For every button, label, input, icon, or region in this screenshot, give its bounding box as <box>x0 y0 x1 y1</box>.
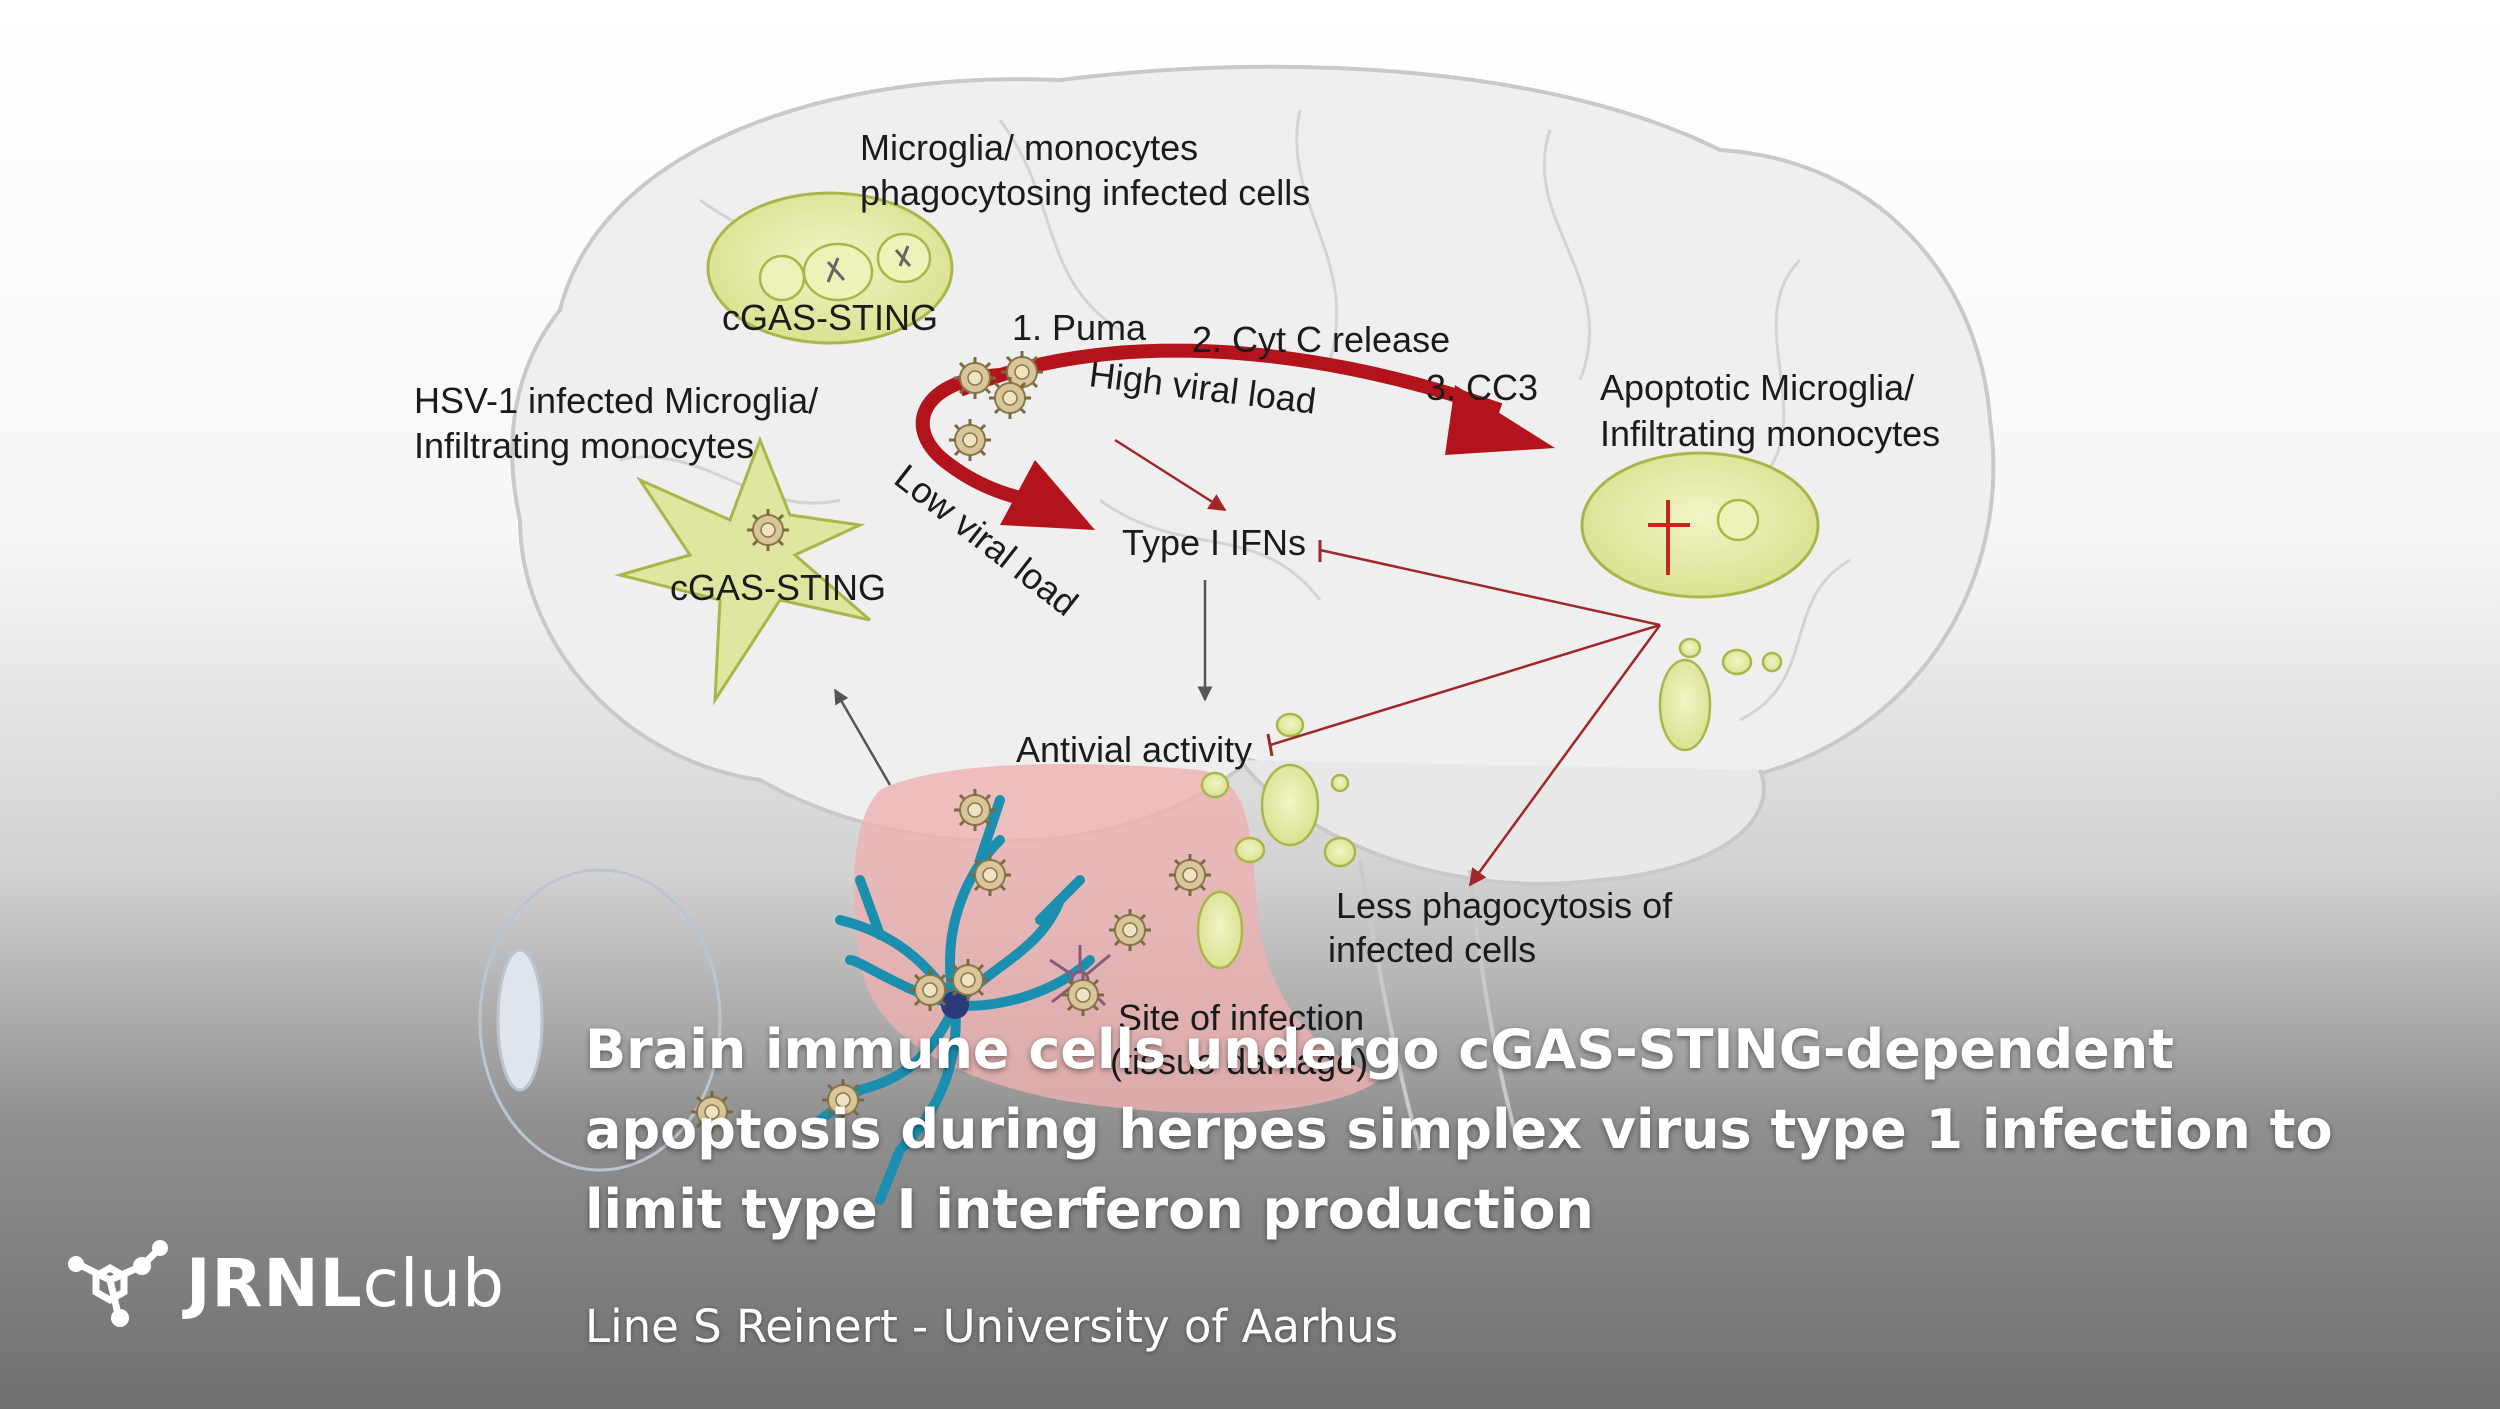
eye-outline <box>478 868 722 1172</box>
label-less-phago-1: Less phagocytosis of <box>1336 885 1673 926</box>
brand-logo[interactable]: JRNLclub <box>62 1228 505 1338</box>
label-cgas-sting-top: cGAS-STING <box>722 297 938 338</box>
label-site-1: Site of infection <box>1118 997 1364 1038</box>
label-microglia-phago-2: phagocytosing infected cells <box>860 172 1310 213</box>
brand-name-bold: JRNL <box>186 1244 363 1322</box>
label-cgas-sting-left: cGAS-STING <box>670 567 886 608</box>
phagocytosing-cell <box>706 191 954 345</box>
label-antiviral: Antivial activity <box>1016 729 1252 770</box>
label-less-phago-2: infected cells <box>1328 929 1536 970</box>
label-type1-ifns: Type I IFNs <box>1122 522 1306 563</box>
label-microglia-phago-1: Microglia/ monocytes <box>860 127 1198 168</box>
infected-microglia-cell <box>614 435 871 706</box>
slide-title: Brain immune cells undergo cGAS-STING-de… <box>585 1018 2333 1241</box>
label-apoptotic-1: Apoptotic Microglia/ <box>1600 367 1914 408</box>
apoptotic-bodies <box>1196 637 1783 970</box>
brand-name-light: club <box>362 1244 506 1322</box>
low-viral-load-arrow <box>915 368 1095 530</box>
neuron-nucleus <box>941 991 969 1019</box>
label-site-2: (tissue damage) <box>1110 1041 1368 1082</box>
apoptotic-microglia-cell <box>1580 451 1820 599</box>
molecule-logo-icon <box>68 1240 168 1327</box>
connector-lines <box>833 438 1662 887</box>
label-hsv1-2: Infiltrating monocytes <box>414 425 754 466</box>
label-apoptotic-2: Infiltrating monocytes <box>1600 413 1940 454</box>
brand-name: JRNLclub <box>186 1245 505 1322</box>
label-hsv1-1: HSV-1 infected Microglia/ <box>414 380 818 421</box>
label-cc3: 3. CC3 <box>1426 367 1538 408</box>
label-puma: 1. Puma <box>1012 307 1147 348</box>
author-affiliation: Line S Reinert - University of Aarhus <box>585 1300 1399 1353</box>
label-cytc: 2. Cyt C release <box>1192 319 1450 360</box>
brain-folds <box>619 109 1851 722</box>
